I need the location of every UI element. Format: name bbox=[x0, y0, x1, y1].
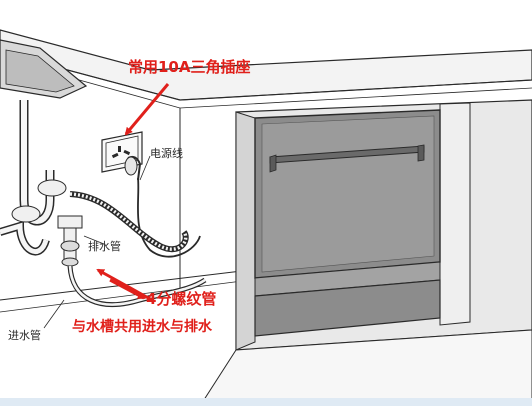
power-cable-label: 电源线 bbox=[150, 147, 183, 160]
inlet-pipe-label: 进水管 bbox=[8, 329, 41, 342]
power-cable bbox=[137, 177, 201, 258]
bottom-strip bbox=[0, 398, 532, 406]
shared-arrow bbox=[109, 278, 146, 300]
door-handle bbox=[269, 144, 425, 173]
drain-pipe bbox=[69, 191, 189, 253]
drain-pipe-label: 排水管 bbox=[88, 240, 121, 253]
dishwasher-door bbox=[254, 109, 441, 337]
shared-plumbing-label: 与水槽共用进水与排水 bbox=[72, 319, 212, 335]
socket-label: 常用10A三角插座 bbox=[128, 58, 251, 76]
socket-arrow bbox=[124, 83, 170, 136]
thread-pipe-label: 4分螺纹管 bbox=[146, 290, 217, 308]
water-inlet-valve bbox=[57, 215, 83, 267]
power-socket-icon bbox=[101, 131, 143, 181]
sink-basin bbox=[0, 39, 88, 99]
sink-trap bbox=[0, 100, 67, 256]
